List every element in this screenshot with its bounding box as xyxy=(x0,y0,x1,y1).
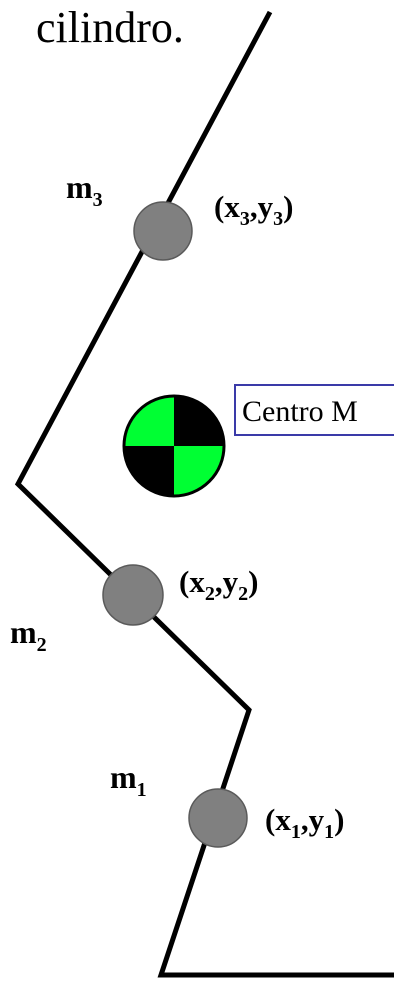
center-of-mass-icon xyxy=(122,394,226,498)
mass-2-label: m2 xyxy=(10,614,47,656)
center-of-mass-label-box xyxy=(234,384,394,436)
mass-3-label: m3 xyxy=(66,169,103,211)
mass-1-coordinates: (x1,y1) xyxy=(265,802,344,843)
mass-1-label: m1 xyxy=(110,759,147,801)
mass-3-coordinates: (x3,y3) xyxy=(214,189,293,230)
segmented-rod xyxy=(14,10,394,978)
mass-2-coordinates: (x2,y2) xyxy=(179,564,258,605)
center-of-mass-label: Centro M xyxy=(242,395,358,428)
mass-3-sphere xyxy=(133,201,193,261)
heading: cilindro. xyxy=(36,3,184,52)
mass-1-sphere xyxy=(188,788,248,848)
mass-2-sphere xyxy=(102,564,164,626)
